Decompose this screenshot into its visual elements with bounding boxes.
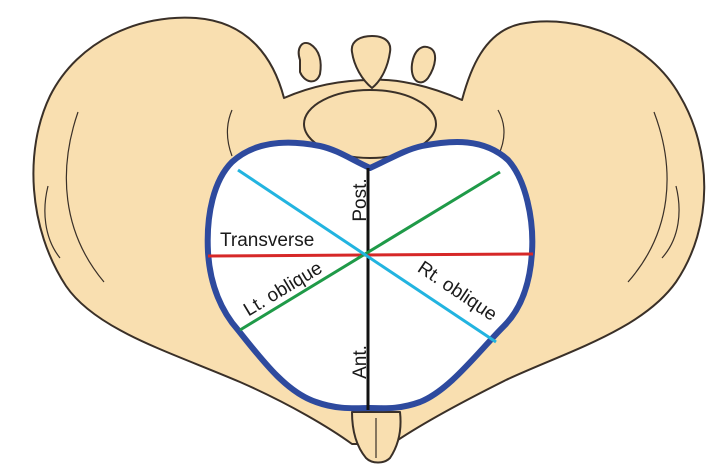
pelvic-inlet: Post. Ant. Transverse Lt. oblique Rt. ob… <box>204 139 536 412</box>
label-transverse: Transverse <box>220 230 314 251</box>
right-oblique-diameter <box>237 168 497 344</box>
left-oblique-diameter <box>239 170 501 332</box>
left-ilium-shadow <box>44 185 61 259</box>
right-sacral-process <box>410 45 436 84</box>
left-iliac-crest-line <box>65 111 105 283</box>
transverse-diameter <box>207 252 534 258</box>
left-sacral-process <box>297 42 322 83</box>
spinous-process <box>350 35 392 89</box>
sacral-promontory <box>303 89 437 159</box>
right-iliac-crest-line <box>627 111 668 283</box>
label-posterior: Post. <box>350 178 371 221</box>
left-sacral-ala-line <box>226 109 233 157</box>
label-anterior: Ant. <box>350 345 371 379</box>
right-ilium-shadow <box>661 185 680 259</box>
inlet-rim <box>204 139 536 412</box>
